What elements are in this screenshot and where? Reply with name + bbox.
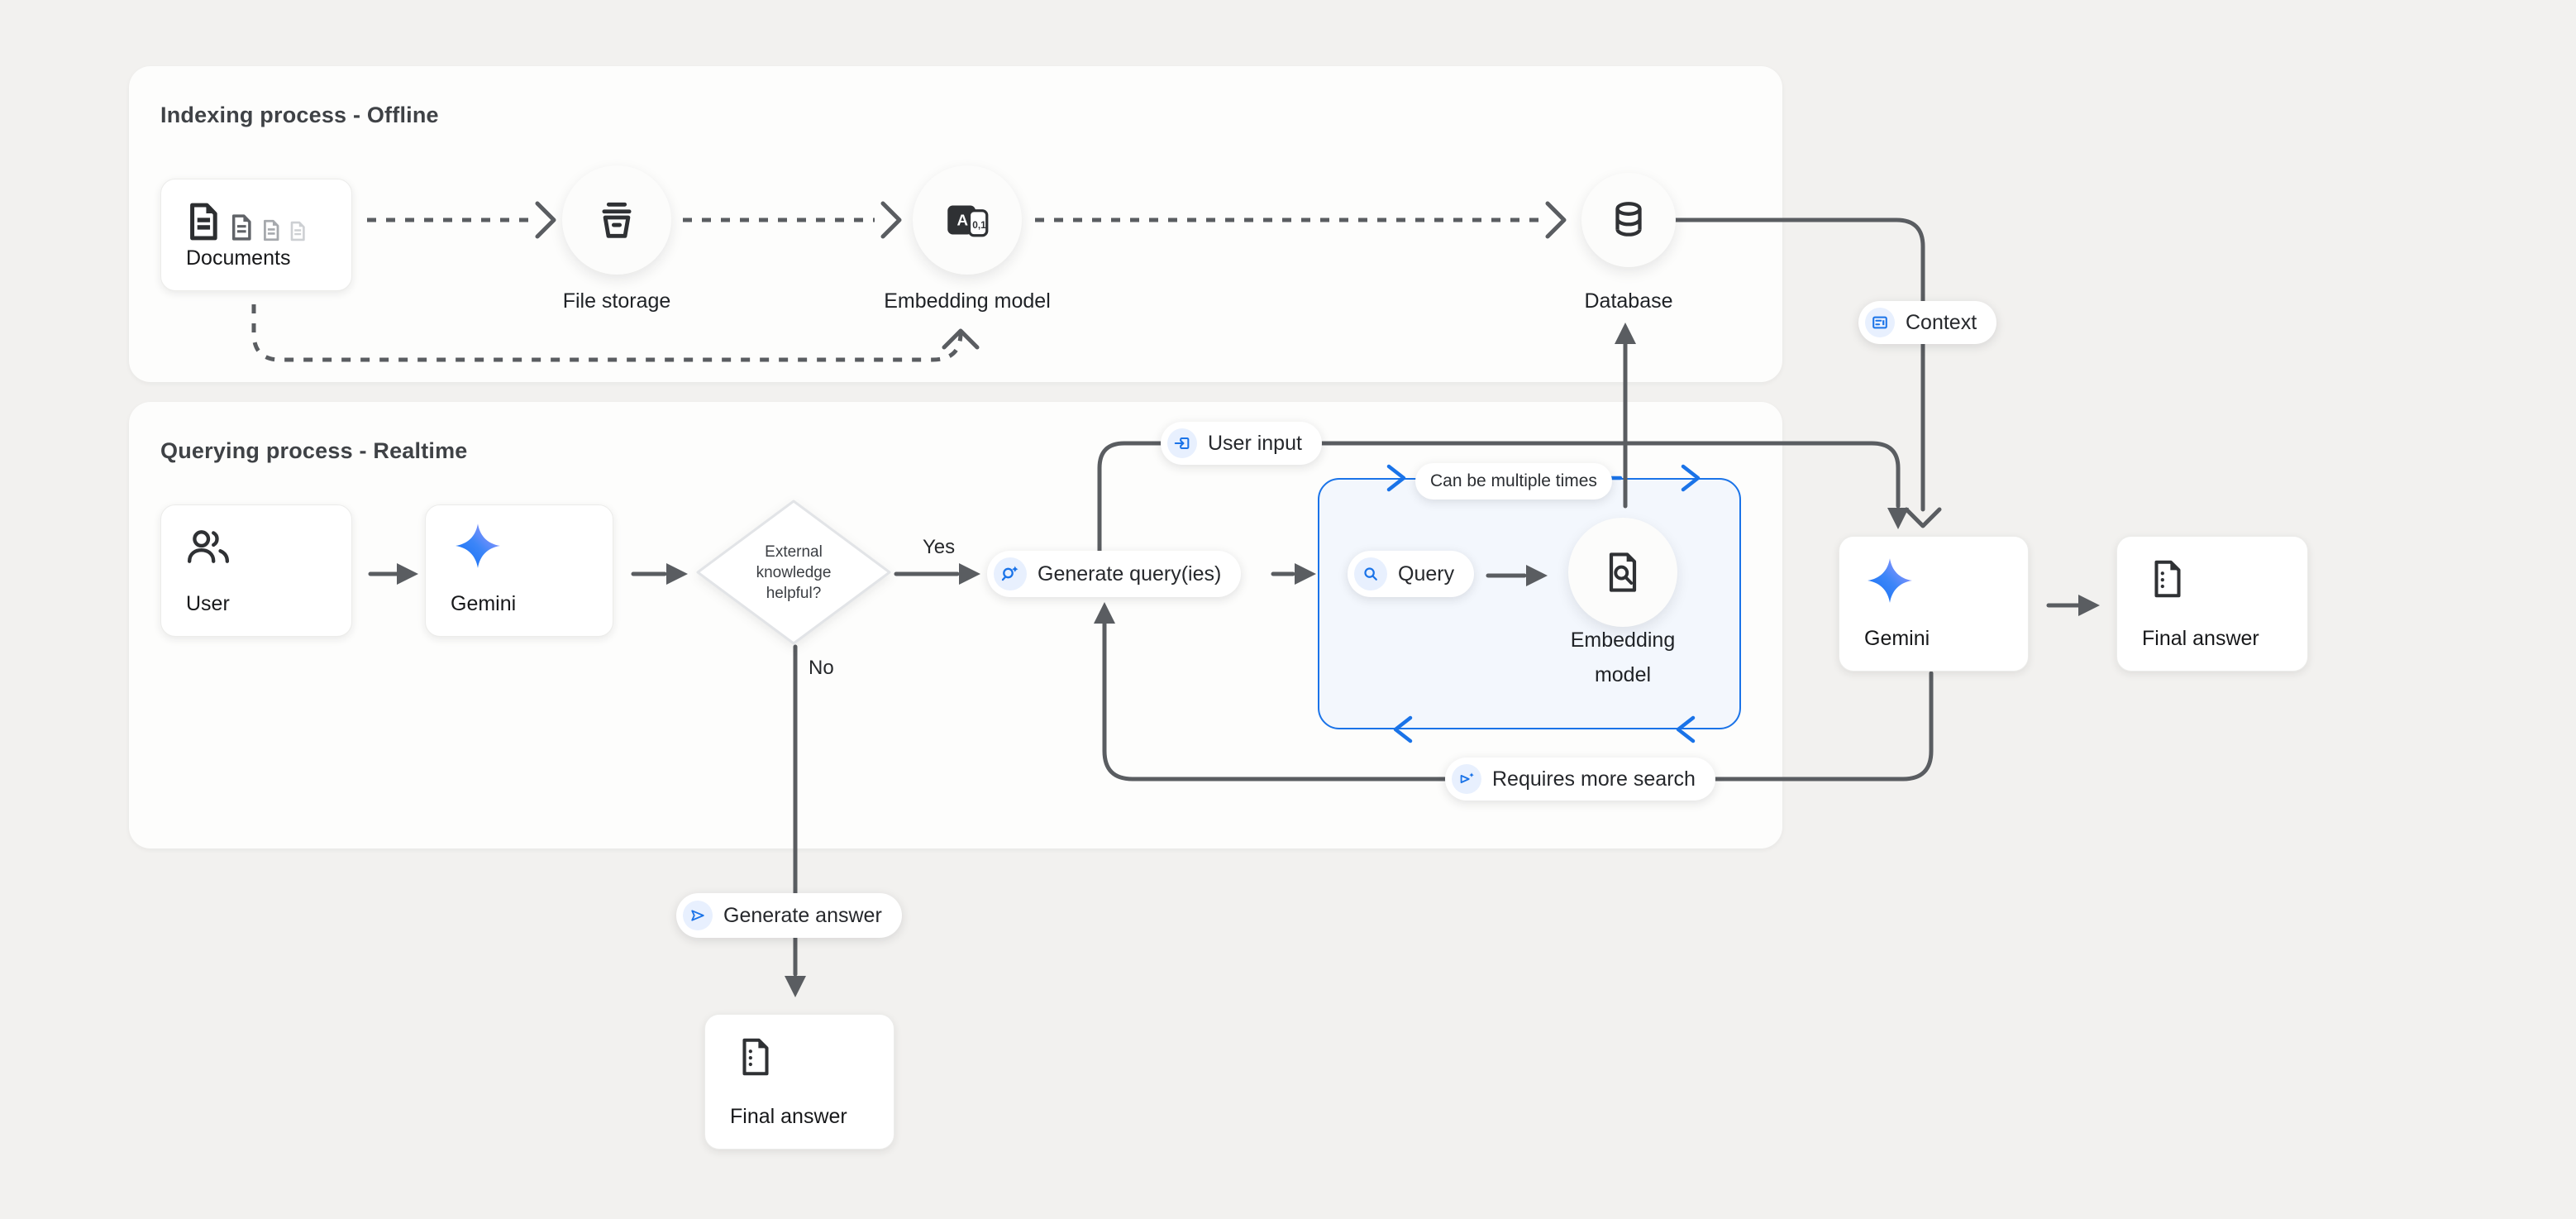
user-icon [186,527,231,571]
database-icon [1615,202,1642,237]
search-spark-icon [994,557,1027,590]
query-label: Query [1398,562,1455,586]
gemini-right-node: Gemini [1839,536,2029,672]
indexing-panel-title: Indexing process - Offline [160,103,439,127]
send-icon [683,901,713,930]
user-input-label: User input [1208,431,1302,455]
generate-queries-label: Generate query(ies) [1038,562,1222,586]
requires-more-search-label: Requires more search [1492,767,1696,791]
embedding-model-loop-node [1568,518,1677,627]
input-icon [1167,428,1197,458]
arrowhead-userinput-to-gemini [1887,508,1909,529]
documents-icon [184,199,308,244]
final-answer-right-label: Final answer [2142,627,2259,650]
document-icon-large [190,203,217,241]
context-icon [1865,308,1895,337]
document-icon-medium [231,214,251,241]
embedding-model-label: Embedding model [884,289,1051,313]
requires-more-search-pill: Requires more search [1445,758,1715,801]
file-storage-icon [602,202,632,238]
user-label: User [186,592,230,615]
no-label: No [809,657,834,679]
documents-node: Documents [160,179,352,291]
gemini-node: Gemini [425,504,613,637]
document-search-icon [1609,552,1637,592]
can-be-multiple-times-pill: Can be multiple times [1415,463,1612,500]
can-be-multiple-times-label: Can be multiple times [1430,471,1597,490]
documents-label: Documents [186,246,291,270]
yes-label: Yes [923,536,956,558]
embedding-model-node: A 0,1 [913,165,1022,275]
search-again-icon [1452,764,1481,794]
document-icon-faint [290,221,305,241]
querying-panel-title: Querying process - Realtime [160,438,468,463]
gemini-icon [1866,557,1914,609]
generate-answer-label: Generate answer [723,903,882,927]
final-answer-right-node: Final answer [2116,536,2308,672]
final-answer-icon [2145,557,2190,605]
final-answer-bottom-node: Final answer [704,1014,894,1150]
user-input-pill: User input [1161,422,1322,465]
file-storage-label: File storage [562,289,671,313]
generate-answer-pill: Generate answer [676,893,902,938]
gemini-icon [454,522,502,574]
final-answer-icon [733,1035,778,1083]
gemini-right-label: Gemini [1864,627,1930,650]
gemini-label: Gemini [451,592,517,615]
arrowhead-context-to-gemini [1904,507,1942,528]
user-node: User [160,504,352,637]
embedding-model-icon: A 0,1 [947,205,989,237]
database-label: Database [1584,289,1673,313]
context-label: Context [1906,310,1977,334]
database-node [1581,173,1676,267]
final-answer-bottom-label: Final answer [730,1105,847,1128]
svg-text:A: A [957,211,969,228]
svg-text:0,1: 0,1 [972,219,986,231]
arrowhead-to-final-answer-bottom [785,976,806,997]
arrowhead-gemini-to-final-answer [2078,595,2100,616]
decision-diamond [683,491,904,653]
context-pill: Context [1858,301,1997,344]
query-pill: Query [1348,551,1475,597]
embedding-model-loop-label: Embedding model [1570,629,1676,686]
generate-queries-pill: Generate query(ies) [987,551,1242,597]
document-icon-small [264,219,279,241]
decision-text: External knowledge helpful? [756,543,832,602]
file-storage-node [562,165,671,275]
query-search-icon [1354,557,1387,590]
